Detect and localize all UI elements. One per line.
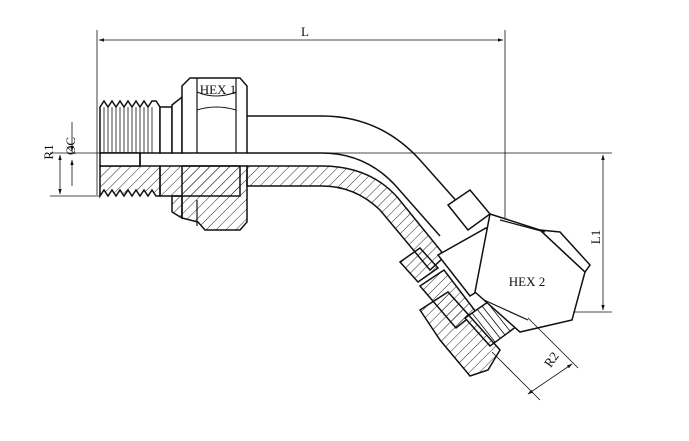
hex-2-label: HEX 2 [509, 274, 545, 289]
hex-2-nut: HEX 2 [474, 213, 591, 333]
threaded-end [99, 99, 161, 199]
dimension-r1: R1 [41, 144, 100, 197]
dimension-diameter-c: ØC [63, 122, 78, 186]
bent-tube [246, 115, 461, 272]
hex-1-label: HEX 1 [200, 82, 236, 97]
dimension-r2: R2 [491, 317, 579, 401]
hex-1-nut: HEX 1 [181, 77, 248, 231]
dimension-diameter-c-label: ØC [63, 137, 78, 155]
dimension-l1-label: L1 [588, 230, 603, 244]
dimension-r2-label: R2 [541, 349, 562, 370]
dimension-r1-label: R1 [41, 144, 56, 159]
dimension-l-label: L [301, 24, 309, 39]
dimension-l: L [96, 24, 506, 218]
